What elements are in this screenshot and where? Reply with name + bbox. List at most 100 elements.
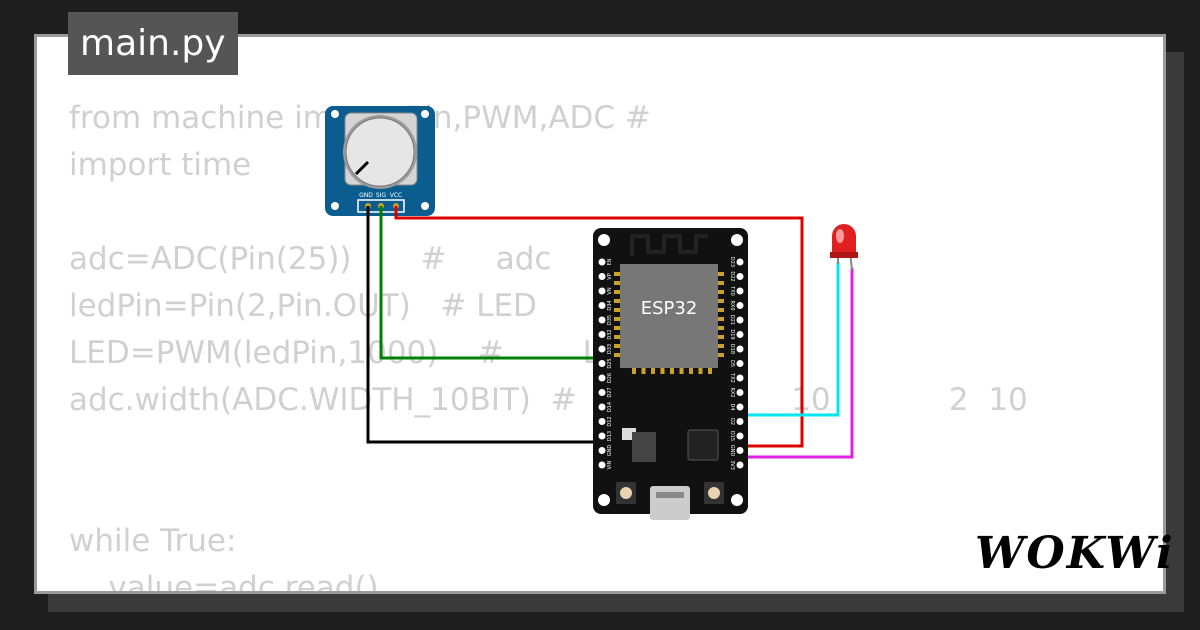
esp32-pin-right-rx2[interactable] (736, 389, 744, 396)
esp32-pin-right-gnd[interactable] (736, 447, 744, 454)
esp32-pin-left-d25[interactable] (598, 360, 606, 367)
mount-hole (421, 110, 429, 118)
module-pad (651, 368, 655, 374)
esp32-pin-right-d4[interactable] (736, 403, 744, 411)
usb-port-slot (656, 492, 684, 498)
esp32-pin-label: D15 (729, 431, 735, 441)
esp32-pin-label: VIN (607, 460, 613, 469)
esp32-pin-label: RX2 (729, 387, 735, 397)
wire-led-anode[interactable] (740, 262, 840, 417)
esp32-pin-right-d19[interactable] (736, 331, 744, 338)
esp32-pin-left-d35[interactable] (598, 316, 606, 324)
mount-hole (421, 202, 429, 210)
mount-hole (331, 110, 339, 118)
esp32-pin-right-d18[interactable] (736, 345, 744, 353)
esp32-pin-label: D27 (607, 387, 613, 397)
module-pad (614, 317, 620, 321)
code-line: from machine import Pin,PWM,ADC # (69, 100, 651, 136)
module-pad (641, 368, 646, 374)
esp32-pin-left-gnd[interactable] (598, 447, 606, 454)
esp32-pin-label: EN (607, 258, 613, 265)
mount-hole (731, 234, 743, 246)
code-line: adc=ADC(Pin(25)) # adc (69, 241, 552, 277)
usb-connector (650, 486, 690, 520)
esp32-pin-right-d22[interactable] (736, 273, 744, 280)
esp32-label: ESP32 (641, 298, 698, 319)
led-rim (830, 252, 858, 258)
esp32-pin-label: D18 (729, 344, 735, 354)
module-pad (660, 368, 665, 374)
esp32-pin-label: GND (729, 445, 735, 457)
esp32-pin-right-d23[interactable] (736, 258, 744, 266)
esp32-pin-label: TX2 (729, 372, 735, 383)
module-pad (718, 317, 724, 321)
esp32-pin-right-tx0[interactable] (736, 287, 744, 295)
esp32-pin-left-vp[interactable] (598, 273, 606, 280)
module-pad (614, 290, 620, 294)
esp32-pin-right-d15[interactable] (736, 432, 744, 440)
module-pad (614, 299, 620, 303)
code-line: LED=PWM(ledPin,1000) # LED (69, 335, 644, 371)
esp32-pin-left-d12[interactable] (598, 418, 606, 425)
wire-led-cathode[interactable] (740, 268, 854, 459)
code-line: import time (69, 147, 252, 183)
wire-sig[interactable] (379, 206, 602, 360)
mount-hole (731, 494, 743, 506)
esp32-pin-label: D19 (729, 329, 735, 339)
esp32-pin-right-3v3[interactable] (736, 461, 744, 469)
mount-hole (331, 202, 339, 210)
module-pad (614, 281, 620, 285)
module-pad (679, 368, 684, 374)
esp32-board[interactable]: ESP32 ENVPVND34D35D32D33D25D26D27D14D12D… (593, 228, 748, 520)
esp32-pin-label: RX0 (729, 300, 735, 310)
file-tab[interactable]: main.py (68, 12, 238, 75)
module-pad (614, 344, 620, 348)
code-line: while True: (69, 523, 237, 559)
module-pad (632, 368, 636, 374)
esp32-pin-left-d27[interactable] (598, 389, 606, 396)
usb-uart-chip (687, 429, 719, 461)
esp32-pin-right-d5[interactable] (736, 360, 744, 367)
esp32-pin-right-d21[interactable] (736, 316, 744, 324)
esp32-pin-left-d26[interactable] (598, 374, 606, 382)
potentiometer[interactable]: GND SIG VCC (325, 106, 435, 216)
led-body (832, 224, 856, 254)
esp32-pin-right-tx2[interactable] (736, 374, 744, 382)
esp32-pin-left-d34[interactable] (598, 302, 606, 309)
esp32-pin-label: TX0 (729, 285, 735, 296)
pot-pin-label-sig: SIG (376, 192, 387, 199)
led[interactable] (830, 224, 858, 271)
esp32-right-header: D23D22TX0RX0D21D19D18D5TX2RX2D4D2D15GND3… (729, 257, 744, 470)
boot-button[interactable] (620, 487, 632, 499)
antenna-trace (630, 234, 708, 256)
module-pad (718, 272, 724, 276)
module-pad (718, 353, 724, 357)
module-pad (614, 353, 620, 357)
esp32-pin-right-d2[interactable] (736, 418, 744, 425)
module-pad (718, 299, 724, 303)
pot-pin-label-vcc: VCC (390, 192, 402, 199)
wire-vcc[interactable] (394, 206, 804, 448)
esp32-pin-label: D13 (607, 431, 613, 441)
esp32-pin-label: D33 (607, 344, 613, 354)
esp32-pin-label: D22 (729, 271, 735, 281)
wire-gnd[interactable] (366, 206, 602, 444)
code-editor: from machine import Pin,PWM,ADC # import … (69, 95, 1028, 591)
esp32-pin-left-vn[interactable] (598, 287, 606, 295)
esp32-pin-left-d14[interactable] (598, 403, 606, 411)
esp32-pin-left-d33[interactable] (598, 345, 606, 353)
esp32-pin-label: D23 (729, 257, 735, 267)
esp32-pin-label: D4 (729, 403, 735, 410)
esp32-pin-left-d13[interactable] (598, 432, 606, 440)
esp32-pin-left-en[interactable] (598, 258, 606, 266)
esp32-pin-left-vin[interactable] (598, 461, 606, 469)
esp32-pin-right-rx0[interactable] (736, 302, 744, 309)
module-pad (718, 335, 724, 339)
en-button[interactable] (708, 487, 720, 499)
esp32-pin-left-d32[interactable] (598, 331, 606, 338)
esp32-pin-label: D2 (729, 418, 735, 425)
esp32-pin-label: D25 (607, 358, 613, 368)
pot-knob[interactable] (345, 117, 415, 187)
module-pad (670, 368, 674, 374)
module-pad (718, 308, 724, 312)
